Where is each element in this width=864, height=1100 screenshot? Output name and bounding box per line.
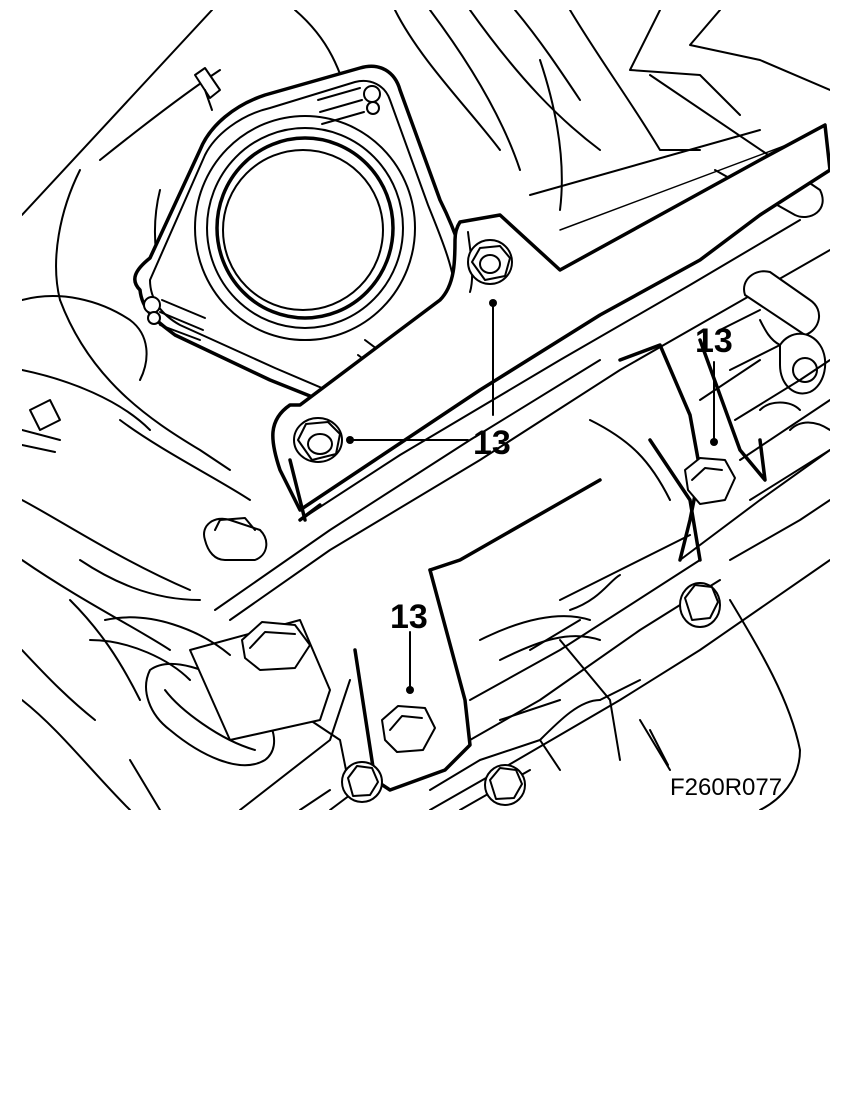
bolt-lower-right <box>679 582 721 628</box>
support-bracket <box>214 123 830 621</box>
callout-label-lower: 13 <box>390 598 428 636</box>
bolt-lower-left <box>341 761 383 803</box>
drawing-area <box>22 10 830 810</box>
right-side-components <box>699 270 830 501</box>
callout-label-upper-right: 13 <box>473 424 511 462</box>
flange-plate <box>133 64 472 419</box>
bolt-lower-center <box>381 705 436 753</box>
callout-leaders <box>346 299 718 766</box>
bolt-middle-left <box>293 417 343 463</box>
bolt-left-hex <box>241 621 311 671</box>
bolt-upper-right <box>467 239 513 285</box>
lower-bracket-plate <box>239 338 830 810</box>
bolt-lower-middle <box>484 764 526 806</box>
bolt-right <box>684 457 736 505</box>
callout-label-right: 13 <box>695 322 733 360</box>
figure-reference-code: F260R077 <box>670 774 782 801</box>
